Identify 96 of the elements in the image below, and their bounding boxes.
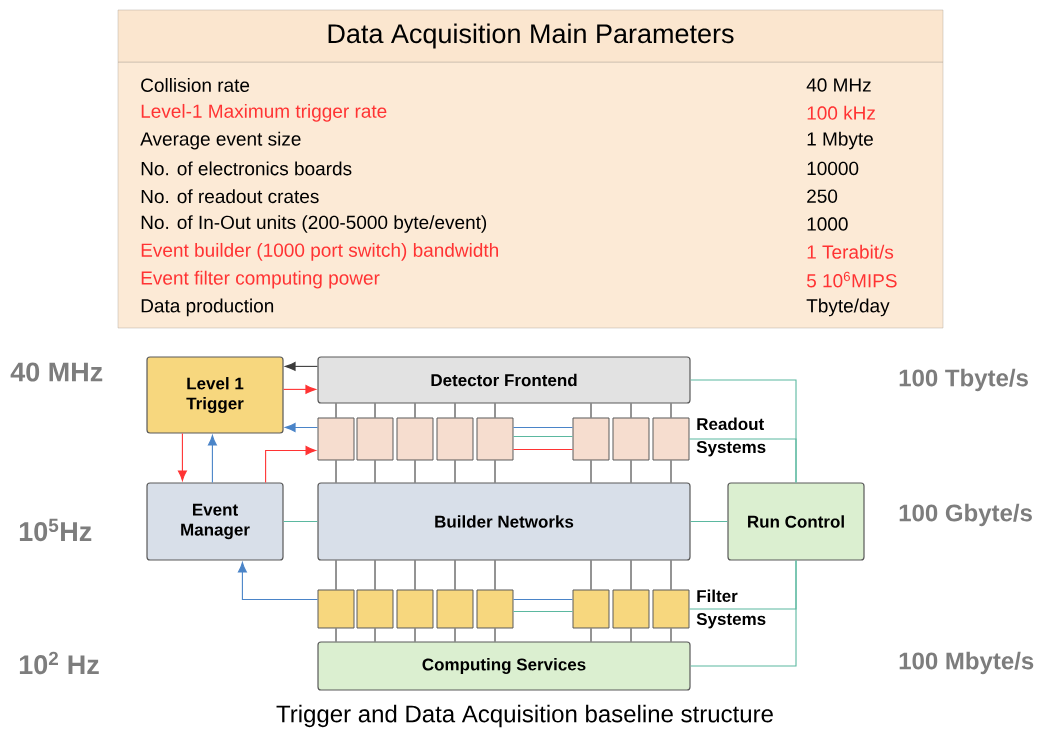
filter-box [476,589,514,629]
connector-line [630,560,632,591]
arrow [283,384,316,394]
connector-line [335,560,337,591]
table-cell: 1 Terabit/s [807,244,894,259]
rate-label: 100 Mbyte/s [899,651,1034,675]
table-cell: Level-1 Maximum trigger rate [141,103,387,122]
connector-line [512,426,574,429]
filter-box [652,589,690,629]
connector-line [494,627,496,642]
connector-line [512,435,574,438]
connector-line [630,627,632,642]
arrow [207,435,217,483]
control-box: Run Control [727,482,865,561]
table-cell: 100 kHz [807,105,875,120]
table-cell: 250 [807,189,838,203]
rate-label: 40 MHz [10,362,103,382]
connector-line [590,459,592,483]
connector-line [630,403,632,419]
connector-line [670,403,672,419]
connector-line [454,459,456,483]
frontend-box: Detector Frontend [317,356,691,404]
connector-line [494,403,496,419]
rate-label: 100 Gbyte/s [899,503,1032,527]
connector-line [590,560,592,591]
connector-line [414,560,416,591]
arrow [265,445,316,483]
readout-box [476,417,514,461]
table-cell: No. of readout crates [141,189,319,204]
table-cell: Event builder (1000 port switch) bandwidth [141,242,498,261]
connector-line [335,403,337,419]
readout-box [436,417,474,461]
readout-box [317,417,355,461]
filter-box [612,589,650,629]
rate-label: 100 Tbyte/s [899,368,1028,392]
connector-line [690,560,797,667]
connector-line [670,560,672,591]
rate-label: 10$^{2}$ Hz [19,651,99,675]
manager-box: Event Manager [146,482,284,561]
filter-box [356,589,394,629]
connector-line [630,459,632,483]
table-cell: 1000 [807,217,848,231]
connector-line [374,627,376,642]
readout-box [572,417,610,461]
network-box: Builder Networks [317,482,691,561]
filter-box [317,589,355,629]
table-title: Data Acquisition Main Parameters [117,9,944,63]
arrow [285,422,319,432]
connector-line [335,627,337,642]
connector-line [690,520,728,523]
table-cell: Tbyte/day [806,298,890,317]
readout-box [652,417,690,461]
connector-line [688,438,797,483]
connector-line [494,459,496,483]
connector-line [590,403,592,419]
connector-line [374,560,376,591]
table-cell: 5 10$^{6}$MIPS [806,271,897,288]
connector-line [494,560,496,591]
readout-box [396,417,434,461]
connector-line [454,403,456,419]
connector-line [374,459,376,483]
connector-line [512,598,574,601]
readout-box [356,417,394,461]
trigger-box: Level 1 Trigger [146,356,284,434]
connector-line [670,627,672,642]
system-label: Filter Systems [696,589,766,629]
connector-line [374,403,376,419]
connector-line [454,627,456,642]
connector-line [335,459,337,483]
connector-line [414,627,416,642]
connector-line [512,448,574,451]
table-cell: 1 Mbyte [807,131,873,150]
arrow [177,433,187,481]
connector-line [590,627,592,642]
table-cell: Average event size [140,131,301,150]
table-cell: No. of electronics boards [141,161,352,176]
arrow [237,562,319,601]
connector-line [670,459,672,483]
connector-line [414,459,416,483]
readout-box [612,417,650,461]
arrow [285,361,318,371]
filter-box [436,589,474,629]
table-cell: Event filter computing power [141,270,380,289]
connector-line [454,560,456,591]
table-cell: 10000 [807,161,859,176]
filter-box [396,589,434,629]
connector-line [414,403,416,419]
rate-label: 10$^{5}$Hz [19,518,92,542]
connector-line [512,610,574,613]
services-box: Computing Services [317,641,691,691]
system-label: Readout Systems [696,417,766,457]
connector-line [283,520,318,523]
caption: Trigger and Data Acquisition baseline structure [276,704,773,728]
table-cell: Data production [141,298,274,317]
filter-box [572,589,610,629]
table-cell: No. of In-Out units (200-5000 byte/event) [141,215,487,233]
